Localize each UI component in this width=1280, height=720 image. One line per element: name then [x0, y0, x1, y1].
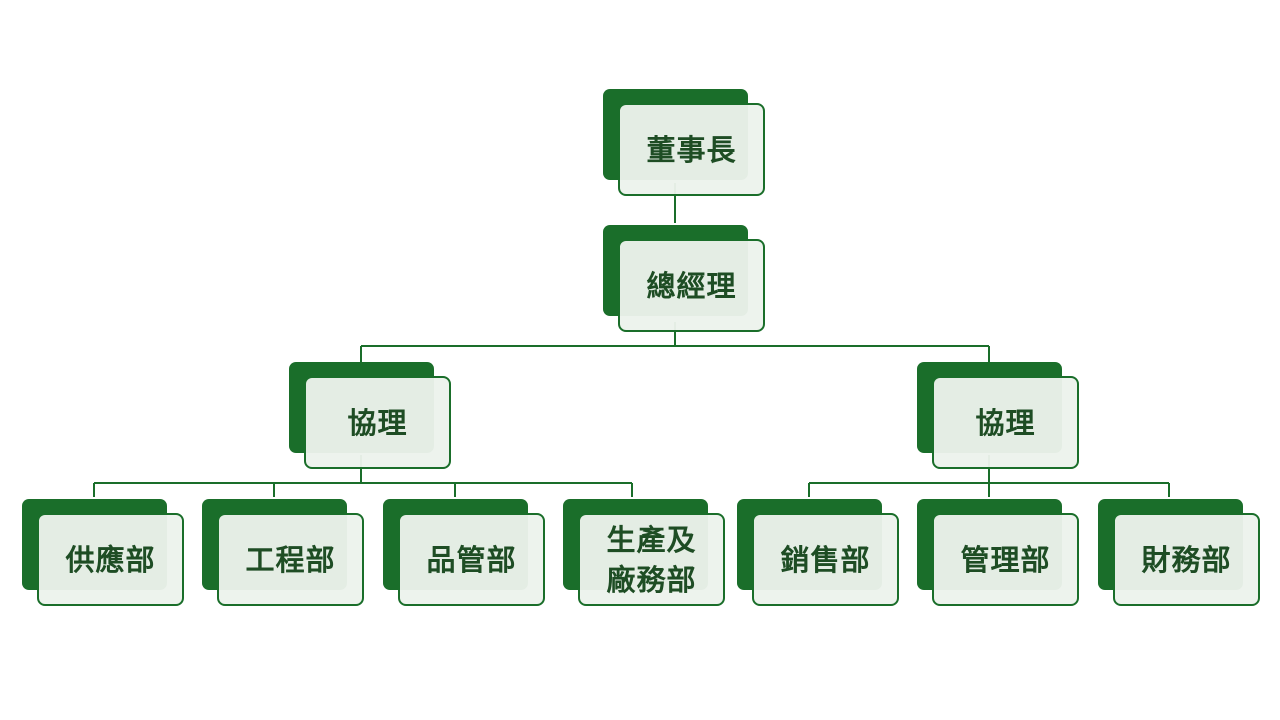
- node-label: 生產及 廠務部: [606, 522, 697, 597]
- node-dept-production-facilities: 生產及 廠務部: [563, 499, 725, 607]
- node-assistant-manager-left: 協理: [289, 362, 451, 470]
- node-label: 財務部: [1141, 542, 1232, 577]
- node-dept-sales: 銷售部: [737, 499, 899, 607]
- node-label: 總經理: [646, 268, 737, 303]
- node-label: 董事長: [646, 132, 737, 167]
- node-label: 供應部: [65, 542, 156, 577]
- node-dept-quality-control: 品管部: [383, 499, 545, 607]
- node-chairman: 董事長: [603, 89, 765, 197]
- node-general-manager: 總經理: [603, 225, 765, 333]
- node-label: 銷售部: [780, 542, 871, 577]
- node-dept-engineering: 工程部: [202, 499, 364, 607]
- node-dept-administration: 管理部: [917, 499, 1079, 607]
- node-dept-finance: 財務部: [1098, 499, 1260, 607]
- node-label: 協理: [347, 405, 408, 440]
- node-label: 工程部: [245, 542, 336, 577]
- node-label: 管理部: [960, 542, 1051, 577]
- node-label: 協理: [975, 405, 1036, 440]
- node-assistant-manager-right: 協理: [917, 362, 1079, 470]
- node-dept-supply: 供應部: [22, 499, 184, 607]
- node-label: 品管部: [426, 542, 517, 577]
